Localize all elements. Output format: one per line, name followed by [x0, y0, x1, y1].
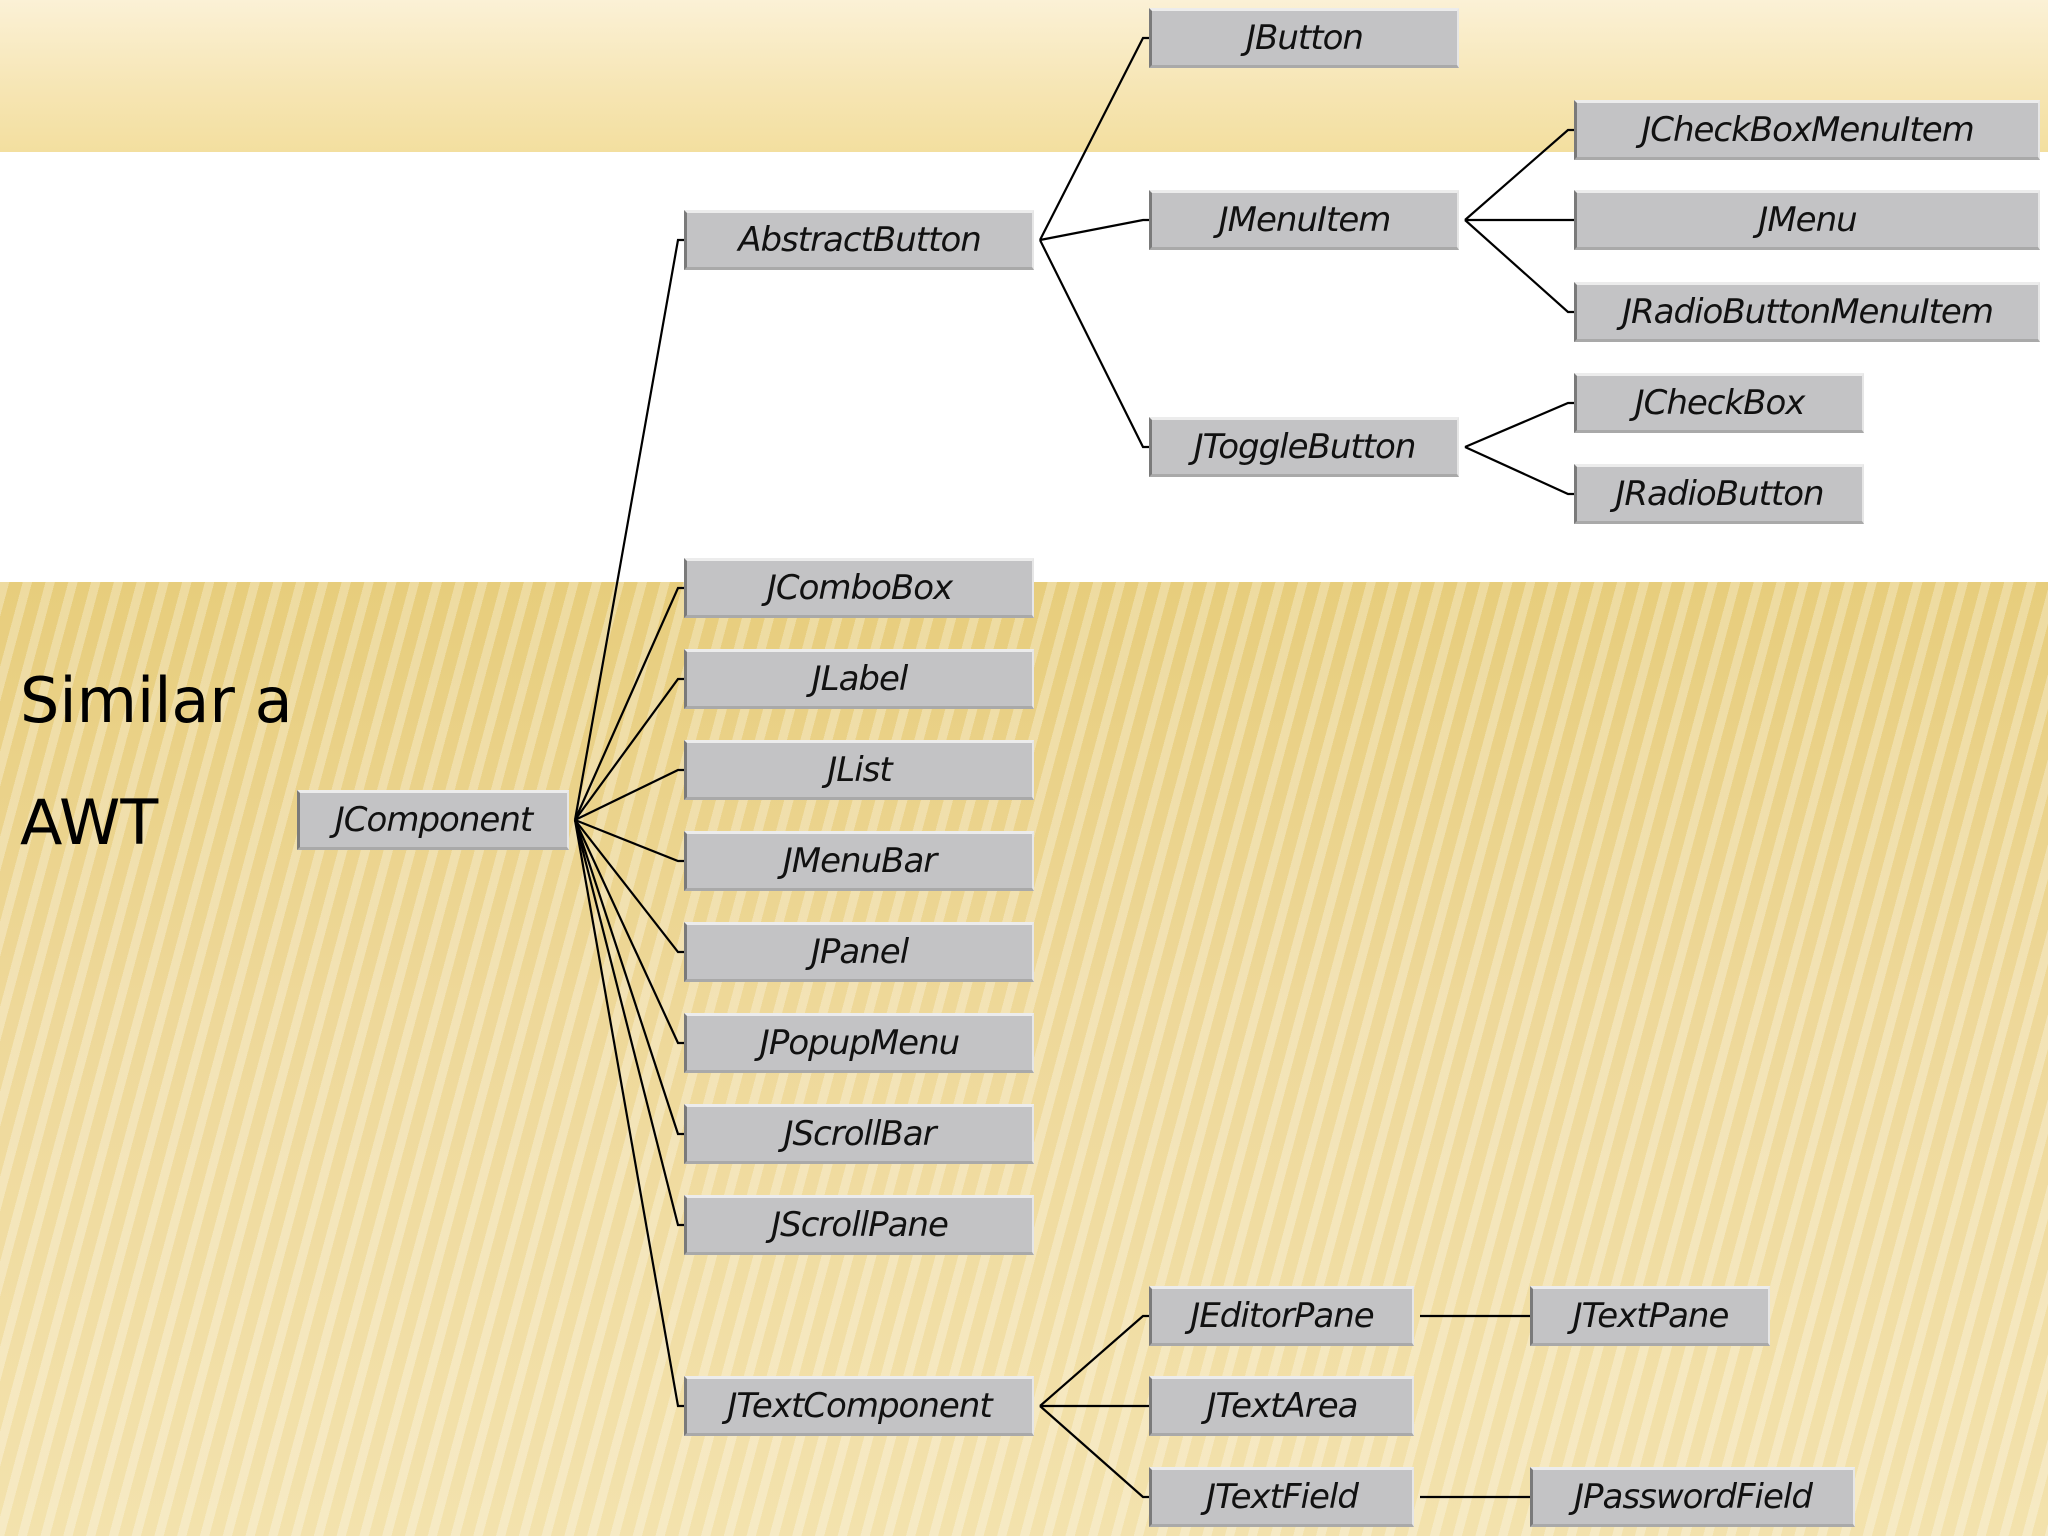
connector-jtextcomponent-jtextfield	[1039, 1405, 1149, 1499]
node-jpanel: JPanel	[684, 922, 1034, 982]
node-jmenubar: JMenuBar	[684, 831, 1034, 891]
connector-jcomponent-jscrollbar	[573, 819, 684, 1136]
node-jbutton: JButton	[1149, 8, 1459, 68]
node-jtextcomponent: JTextComponent	[684, 1376, 1034, 1436]
node-jmenuitem: JMenuItem	[1149, 190, 1459, 250]
node-jtextpane: JTextPane	[1530, 1286, 1770, 1346]
side-caption-line-2: AWT	[20, 786, 159, 859]
connector-jcomponent-jmenubar	[574, 818, 684, 863]
node-jlabel: JLabel	[684, 649, 1034, 709]
connector-abstractbutton-jtogglebutton	[1039, 239, 1149, 449]
node-abstractbutton: AbstractButton	[684, 210, 1034, 270]
node-jlist: JList	[684, 740, 1034, 800]
node-jtextarea: JTextArea	[1149, 1376, 1414, 1436]
node-jtogglebutton: JToggleButton	[1149, 417, 1459, 477]
connector-abstractbutton-jmenuitem	[1039, 218, 1149, 242]
node-jpopupmenu: JPopupMenu	[684, 1013, 1034, 1073]
node-jmenu: JMenu	[1574, 190, 2040, 250]
connector-jmenuitem-jcheckboxmenuitem	[1464, 128, 1574, 221]
node-jradiobutton: JRadioButton	[1574, 464, 1864, 524]
node-jcheckbox: JCheckBox	[1574, 373, 1864, 433]
connector-jcomponent-jscrollpane	[573, 819, 684, 1227]
connector-jcomponent-jpanel	[574, 819, 684, 954]
node-jtextfield: JTextField	[1149, 1467, 1414, 1527]
connector-jcomponent-jtextcomponent	[573, 819, 684, 1408]
connector-jcomponent-abstractbutton	[573, 238, 684, 821]
node-jcomponent: JComponent	[297, 790, 569, 850]
connector-jtextcomponent-jeditorpane	[1039, 1314, 1149, 1407]
connector-jcomponent-jlabel	[574, 677, 684, 821]
side-caption: Similar a AWT	[20, 640, 293, 884]
node-jcheckboxmenuitem: JCheckBoxMenuItem	[1574, 100, 2040, 160]
connector-jtogglebutton-jradiobutton	[1464, 445, 1574, 496]
node-jeditorpane: JEditorPane	[1149, 1286, 1414, 1346]
node-jcombobox: JComboBox	[684, 558, 1034, 618]
node-jradiobuttonmenuitem: JRadioButtonMenuItem	[1574, 282, 2040, 342]
connector-jcomponent-jlist	[574, 768, 684, 821]
connector-jtogglebutton-jcheckbox	[1464, 401, 1574, 449]
node-jscrollpane: JScrollPane	[684, 1195, 1034, 1255]
side-caption-line-1: Similar a	[20, 664, 293, 737]
connector-abstractbutton-jbutton	[1039, 36, 1149, 241]
connector-jcomponent-jcombobox	[573, 586, 684, 821]
connector-jmenuitem-jradiobuttonmenuitem	[1464, 219, 1574, 314]
node-jpasswordfield: JPasswordField	[1530, 1467, 1855, 1527]
node-jscrollbar: JScrollBar	[684, 1104, 1034, 1164]
connector-jcomponent-jpopupmenu	[574, 819, 684, 1045]
